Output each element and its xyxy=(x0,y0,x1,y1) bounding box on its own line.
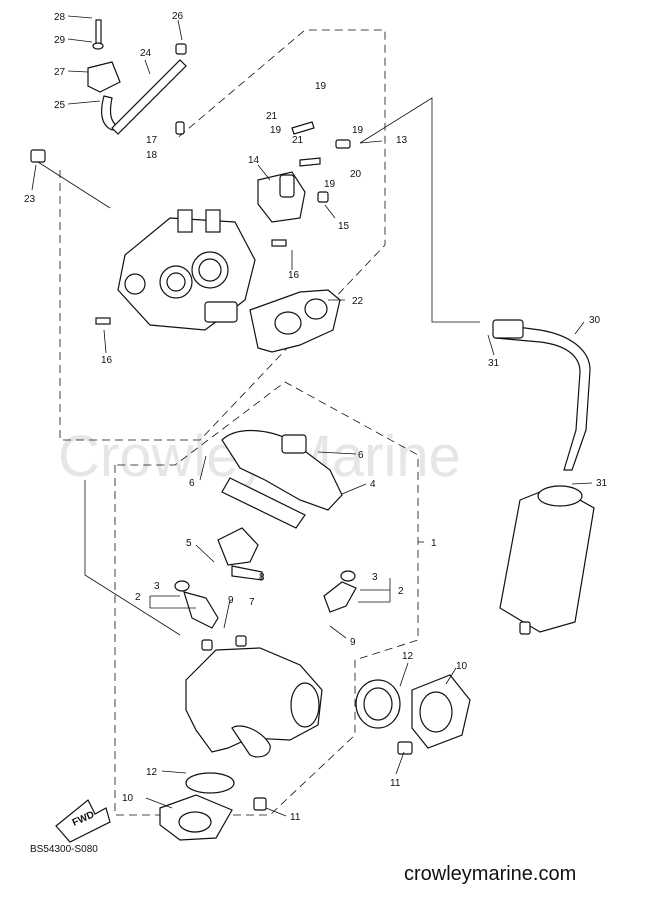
screws-upper xyxy=(30,149,329,325)
callout-21-b: 21 xyxy=(292,135,304,146)
callout-10-a: 10 xyxy=(456,661,468,672)
sub-assembly-outline-left xyxy=(84,480,181,636)
fwd-arrow-icon: FWD xyxy=(55,799,111,843)
callout-19-c: 19 xyxy=(270,125,282,136)
callouts: 28 29 27 25 26 24 17 18 23 19 21 19 19 2… xyxy=(24,11,608,823)
callout-25: 25 xyxy=(54,100,66,111)
callout-2-a: 2 xyxy=(135,592,141,603)
callout-11-a: 11 xyxy=(390,778,401,789)
callout-15: 15 xyxy=(338,221,350,232)
callout-13: 13 xyxy=(396,135,408,146)
callout-19-d: 19 xyxy=(324,179,336,190)
callout-21-a: 21 xyxy=(266,111,278,122)
callout-12-b: 12 xyxy=(146,767,158,778)
fuel-injector-left xyxy=(174,580,219,629)
callout-8: 8 xyxy=(259,572,265,583)
callout-18: 18 xyxy=(146,150,158,161)
callout-16-b: 16 xyxy=(101,355,113,366)
callout-31-a: 31 xyxy=(488,358,500,369)
callout-1: 1 xyxy=(431,538,437,549)
callout-24: 24 xyxy=(140,48,152,59)
callout-29: 29 xyxy=(54,35,66,46)
gasket xyxy=(249,289,341,353)
fuel-injector-right xyxy=(323,570,357,613)
callout-3-a: 3 xyxy=(154,581,160,592)
throttle-position-sensor xyxy=(257,171,306,223)
vacuum-hose xyxy=(111,43,187,135)
reference-code: BS54300-S080 xyxy=(30,844,98,855)
callout-17: 17 xyxy=(146,135,158,146)
intake-manifold xyxy=(185,635,323,758)
callout-12-a: 12 xyxy=(402,651,414,662)
leader-lines xyxy=(31,15,593,817)
callout-31-b: 31 xyxy=(596,478,608,489)
callout-19-b: 19 xyxy=(352,125,364,136)
map-sensor xyxy=(87,19,122,131)
hose-route-outline xyxy=(359,97,480,323)
callout-20: 20 xyxy=(350,169,362,180)
intake-joint-right xyxy=(355,674,471,755)
throttle-body xyxy=(117,209,256,331)
callout-5: 5 xyxy=(186,538,192,549)
site-text: crowleymarine.com xyxy=(404,863,576,885)
callout-11-b: 11 xyxy=(290,812,301,823)
callout-23: 23 xyxy=(24,194,36,205)
callout-3-b: 3 xyxy=(372,572,378,583)
callout-2-b: 2 xyxy=(398,586,404,597)
callout-22: 22 xyxy=(352,296,364,307)
intake-joint-lower xyxy=(159,772,267,841)
charcoal-canister xyxy=(499,485,595,635)
callout-27: 27 xyxy=(54,67,66,78)
callout-4: 4 xyxy=(370,479,376,490)
callout-28: 28 xyxy=(54,12,66,23)
canister-hose xyxy=(492,319,591,471)
callout-19-a: 19 xyxy=(315,81,327,92)
callout-6-b: 6 xyxy=(189,478,195,489)
callout-16-a: 16 xyxy=(288,270,300,281)
intake-manifold-assembly-outline xyxy=(114,381,419,816)
small-hoses xyxy=(175,121,351,167)
throttle-body-assembly-outline xyxy=(59,29,386,441)
callout-9-b: 9 xyxy=(350,637,356,648)
callout-30: 30 xyxy=(589,315,601,326)
fuel-rail xyxy=(221,429,343,529)
callout-7: 7 xyxy=(249,597,255,608)
pressure-regulator xyxy=(217,527,263,581)
callout-9-a: 9 xyxy=(228,595,234,606)
callout-10-b: 10 xyxy=(122,793,134,804)
callout-6-a: 6 xyxy=(358,450,364,461)
callout-14: 14 xyxy=(248,155,260,166)
callout-26: 26 xyxy=(172,11,184,22)
